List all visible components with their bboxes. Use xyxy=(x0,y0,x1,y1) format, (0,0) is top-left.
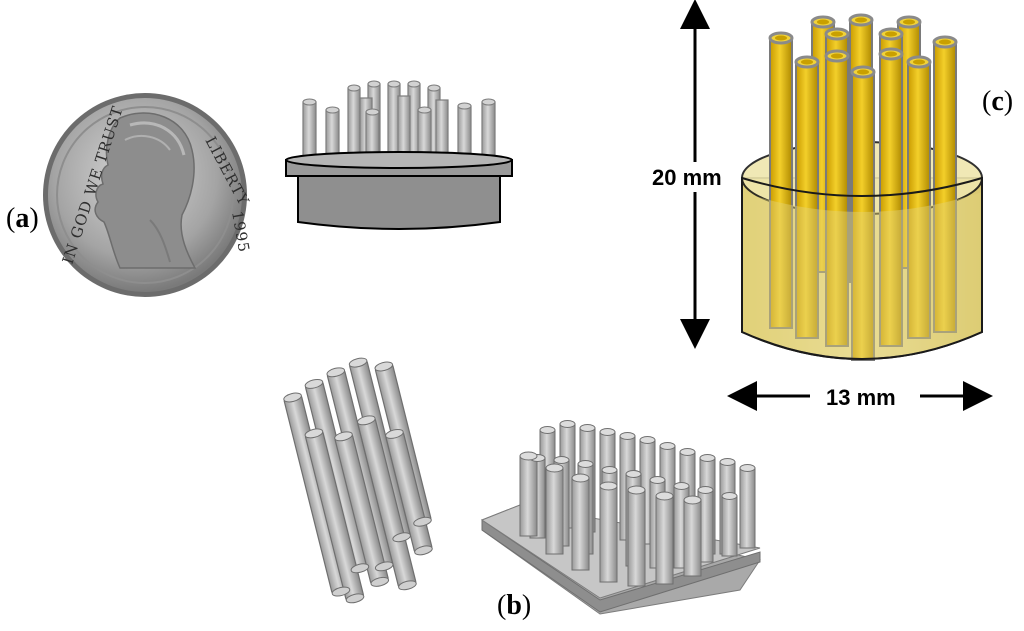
scaffold-3d-model xyxy=(741,13,983,361)
panel-a: (a) LIBERTY IN GOD WE TRUST 1995 xyxy=(6,80,513,297)
height-dimension-label: 20 mm xyxy=(652,165,722,190)
scaffold-side-view xyxy=(285,80,513,230)
panel-c-label: (c) xyxy=(982,86,1013,117)
panel-c: (c) 20 mm 13 mm xyxy=(648,0,1013,411)
panel-b: (b) xyxy=(283,357,761,621)
width-dimension-label: 13 mm xyxy=(826,385,896,410)
rod-bundle-left xyxy=(283,357,433,604)
rod-array-on-plate xyxy=(480,420,761,615)
panel-a-label: (a) xyxy=(6,203,39,234)
nickel-coin-image: LIBERTY IN GOD WE TRUST 1995 xyxy=(43,93,253,297)
panel-b-label: (b) xyxy=(497,590,531,621)
